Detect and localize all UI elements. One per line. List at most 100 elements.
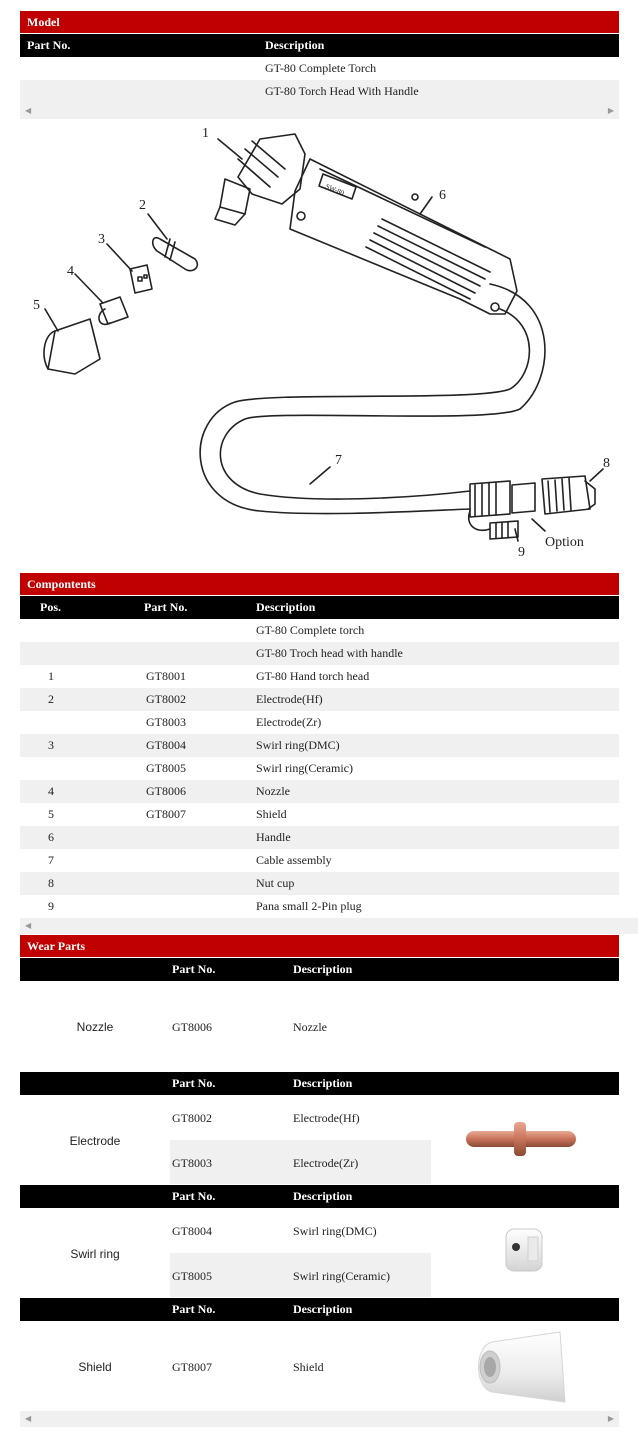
component-part-no: GT8003 [146,715,186,729]
model-header-part-no: Part No. [27,38,71,52]
table-row: GT8003 Electrode(Zr) [20,711,619,734]
wear-header-description: Description [293,962,353,976]
table-row: 3 GT8004 Swirl ring(DMC) [20,734,619,757]
model-table-header: Part No. Description [20,34,619,57]
wear-parts-table-header: Part No. Description [20,1298,619,1321]
component-pos: 3 [48,738,54,752]
component-pos: 6 [48,830,54,844]
wear-part-description: Electrode(Zr) [293,1156,359,1170]
components-horizontal-scrollbar[interactable]: ◀ [20,918,638,934]
wear-part-no: GT8006 [172,1020,212,1034]
wear-parts-section-header: Wear Parts [20,935,619,957]
component-description: Handle [256,830,291,844]
component-part-no: GT8002 [146,692,186,706]
component-description: Nozzle [256,784,290,798]
wear-header-description: Description [293,1189,353,1203]
diagram-label-4: 4 [67,264,74,279]
wear-group-swirl-ring-label: Swirl ring [70,1247,120,1261]
diagram-label-1: 1 [202,126,209,141]
scroll-right-arrow-icon[interactable]: ▶ [607,1414,614,1423]
components-header-description: Description [256,600,316,614]
model-header-description: Description [265,38,325,52]
component-description: Swirl ring(DMC) [256,738,340,752]
wear-group-shield-label: Shield [78,1360,112,1374]
wear-header-description: Description [293,1076,353,1090]
wear-header-part-no: Part No. [172,962,216,976]
wear-parts-horizontal-scrollbar[interactable]: ◀ ▶ [20,1411,619,1427]
swirl-ring-image [505,1228,543,1272]
component-part-no: GT8001 [146,669,186,683]
component-pos: 5 [48,807,54,821]
component-description: GT-80 Troch head with handle [256,646,403,660]
shield-image [478,1331,566,1403]
wear-row-alt-bg [170,1140,431,1184]
components-table-header: Pos. Part No. Description [20,596,619,619]
table-row: 6 Handle [20,826,619,849]
components-section-header: Compontents [20,573,619,595]
wear-group-electrode-label: Electrode [69,1134,121,1148]
scroll-left-arrow-icon[interactable]: ◀ [25,1414,32,1423]
component-part-no: GT8004 [146,738,186,752]
wear-part-description: Swirl ring(DMC) [293,1224,377,1238]
component-description: GT-80 Hand torch head [256,669,370,683]
component-description: Cable assembly [256,853,332,867]
wear-part-description: Nozzle [293,1020,327,1034]
diagram-label-9: 9 [518,545,525,560]
component-pos: 1 [48,669,54,683]
components-header-pos: Pos. [40,600,61,614]
wear-row-alt-bg [170,1253,431,1297]
diagram-label-5: 5 [33,298,40,313]
model-horizontal-scrollbar[interactable]: ◀ ▶ [20,103,619,119]
wear-part-description: Swirl ring(Ceramic) [293,1269,390,1283]
diagram-option-label: Option [545,535,584,550]
component-description: Electrode(Hf) [256,692,323,706]
component-description: Pana small 2-Pin plug [256,899,362,913]
table-row: 2 GT8002 Electrode(Hf) [20,688,619,711]
table-row: 4 GT8006 Nozzle [20,780,619,803]
torch-exploded-diagram: 1 2 3 4 5 6 7 8 9 Option SW-80 [20,119,619,571]
scroll-left-arrow-icon[interactable]: ◀ [25,921,32,930]
wear-part-description: Electrode(Hf) [293,1111,360,1125]
scroll-left-arrow-icon[interactable]: ◀ [25,106,32,115]
model-section-header: Model [20,11,619,33]
component-pos: 2 [48,692,54,706]
table-row: 1 GT8001 GT-80 Hand torch head [20,665,619,688]
component-pos: 4 [48,784,54,798]
diagram-label-3: 3 [98,232,105,247]
wear-part-no: GT8002 [172,1111,212,1125]
component-pos: 9 [48,899,54,913]
model-section-title: Model [27,15,60,29]
wear-group-nozzle-label: Nozzle [76,1020,114,1034]
wear-part-no: GT8005 [172,1269,212,1283]
model-row-description: GT-80 Torch Head With Handle [265,84,419,98]
scroll-right-arrow-icon[interactable]: ▶ [607,106,614,115]
component-description: GT-80 Complete torch [256,623,365,637]
component-pos: 8 [48,876,54,890]
component-part-no: GT8006 [146,784,186,798]
diagram-torch-mark: SW-80 [324,182,345,197]
component-description: Electrode(Zr) [256,715,322,729]
table-row: GT-80 Complete Torch [20,57,619,80]
component-description: Shield [256,807,287,821]
wear-part-no: GT8007 [172,1360,212,1374]
diagram-label-2: 2 [139,198,146,213]
wear-parts-section-title: Wear Parts [27,939,86,953]
diagram-label-6: 6 [439,188,446,203]
torch-diagram-svg: 1 2 3 4 5 6 7 8 9 Option SW-80 [33,126,610,560]
component-part-no: GT8005 [146,761,186,775]
table-row: GT-80 Torch Head With Handle [20,80,619,103]
diagram-label-8: 8 [603,456,610,471]
wear-header-part-no: Part No. [172,1076,216,1090]
model-row-description: GT-80 Complete Torch [265,61,377,75]
wear-parts-table-header: Part No. Description [20,958,619,981]
wear-header-description: Description [293,1302,353,1316]
wear-part-no: GT8003 [172,1156,212,1170]
wear-parts-table-header: Part No. Description [20,1185,619,1208]
table-row: GT-80 Troch head with handle [20,642,619,665]
table-row: 9 Pana small 2-Pin plug [20,895,619,918]
wear-header-part-no: Part No. [172,1302,216,1316]
wear-part-no: GT8004 [172,1224,212,1238]
